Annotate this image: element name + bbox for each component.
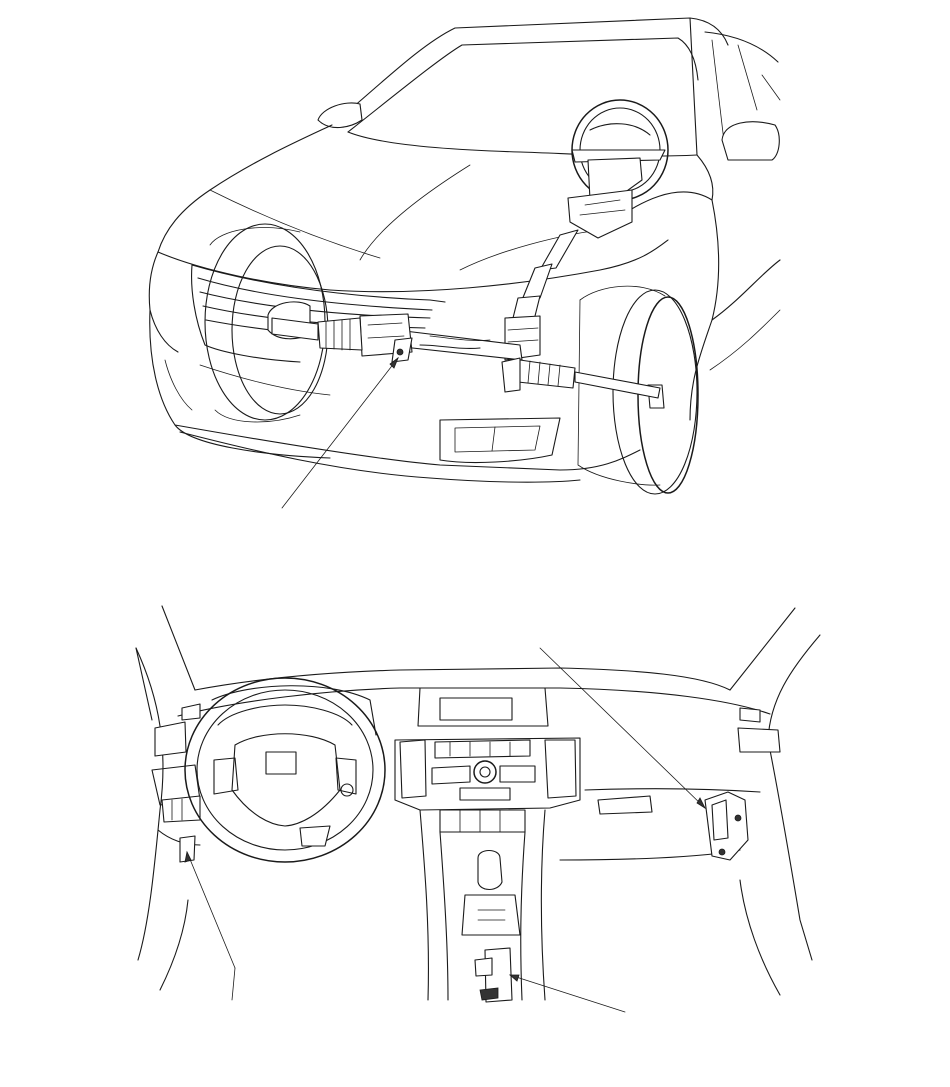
left-a-pillar xyxy=(135,605,196,961)
left-side-vent xyxy=(154,721,187,757)
center-console xyxy=(419,809,546,1001)
callout-right-dash-unit xyxy=(539,647,706,809)
steering-column xyxy=(511,149,666,323)
front-bumper xyxy=(148,251,641,483)
right-side-mirror xyxy=(721,121,780,161)
left-tie-rod-boot xyxy=(271,317,363,351)
right-a-pillar xyxy=(729,607,821,961)
instrument-cluster-hood xyxy=(211,685,377,736)
callout-left-kick-panel-unit xyxy=(186,851,236,969)
callout-arrowhead xyxy=(696,797,706,810)
fog-light-opening xyxy=(439,417,561,464)
callout-arrowhead xyxy=(508,974,520,982)
callout-center-console-unit xyxy=(509,974,626,1013)
left-floor-edge xyxy=(159,899,189,991)
windshield xyxy=(331,17,781,156)
right-front-wheel xyxy=(577,285,699,495)
left-seat-edge xyxy=(231,967,236,1001)
right-side-vent xyxy=(737,727,781,753)
console-module xyxy=(474,947,513,1003)
callout-arrowhead xyxy=(389,356,399,369)
vehicle-exterior-view xyxy=(148,17,781,509)
right-dash-module xyxy=(704,791,749,861)
right-floor-edge xyxy=(739,879,781,996)
climate-controls xyxy=(439,809,526,833)
callout-steering-gearbox xyxy=(281,357,399,509)
dashboard-interior-view xyxy=(135,605,821,1013)
right-tie-rod-boot xyxy=(501,357,661,399)
interior-steering-wheel xyxy=(184,677,386,863)
glovebox-area xyxy=(559,788,761,861)
callout-arrowhead xyxy=(184,850,192,863)
center-stack xyxy=(394,687,581,811)
steering-gearbox xyxy=(359,313,541,363)
left-side-mirror xyxy=(317,102,363,129)
left-lower-dash xyxy=(151,764,201,863)
